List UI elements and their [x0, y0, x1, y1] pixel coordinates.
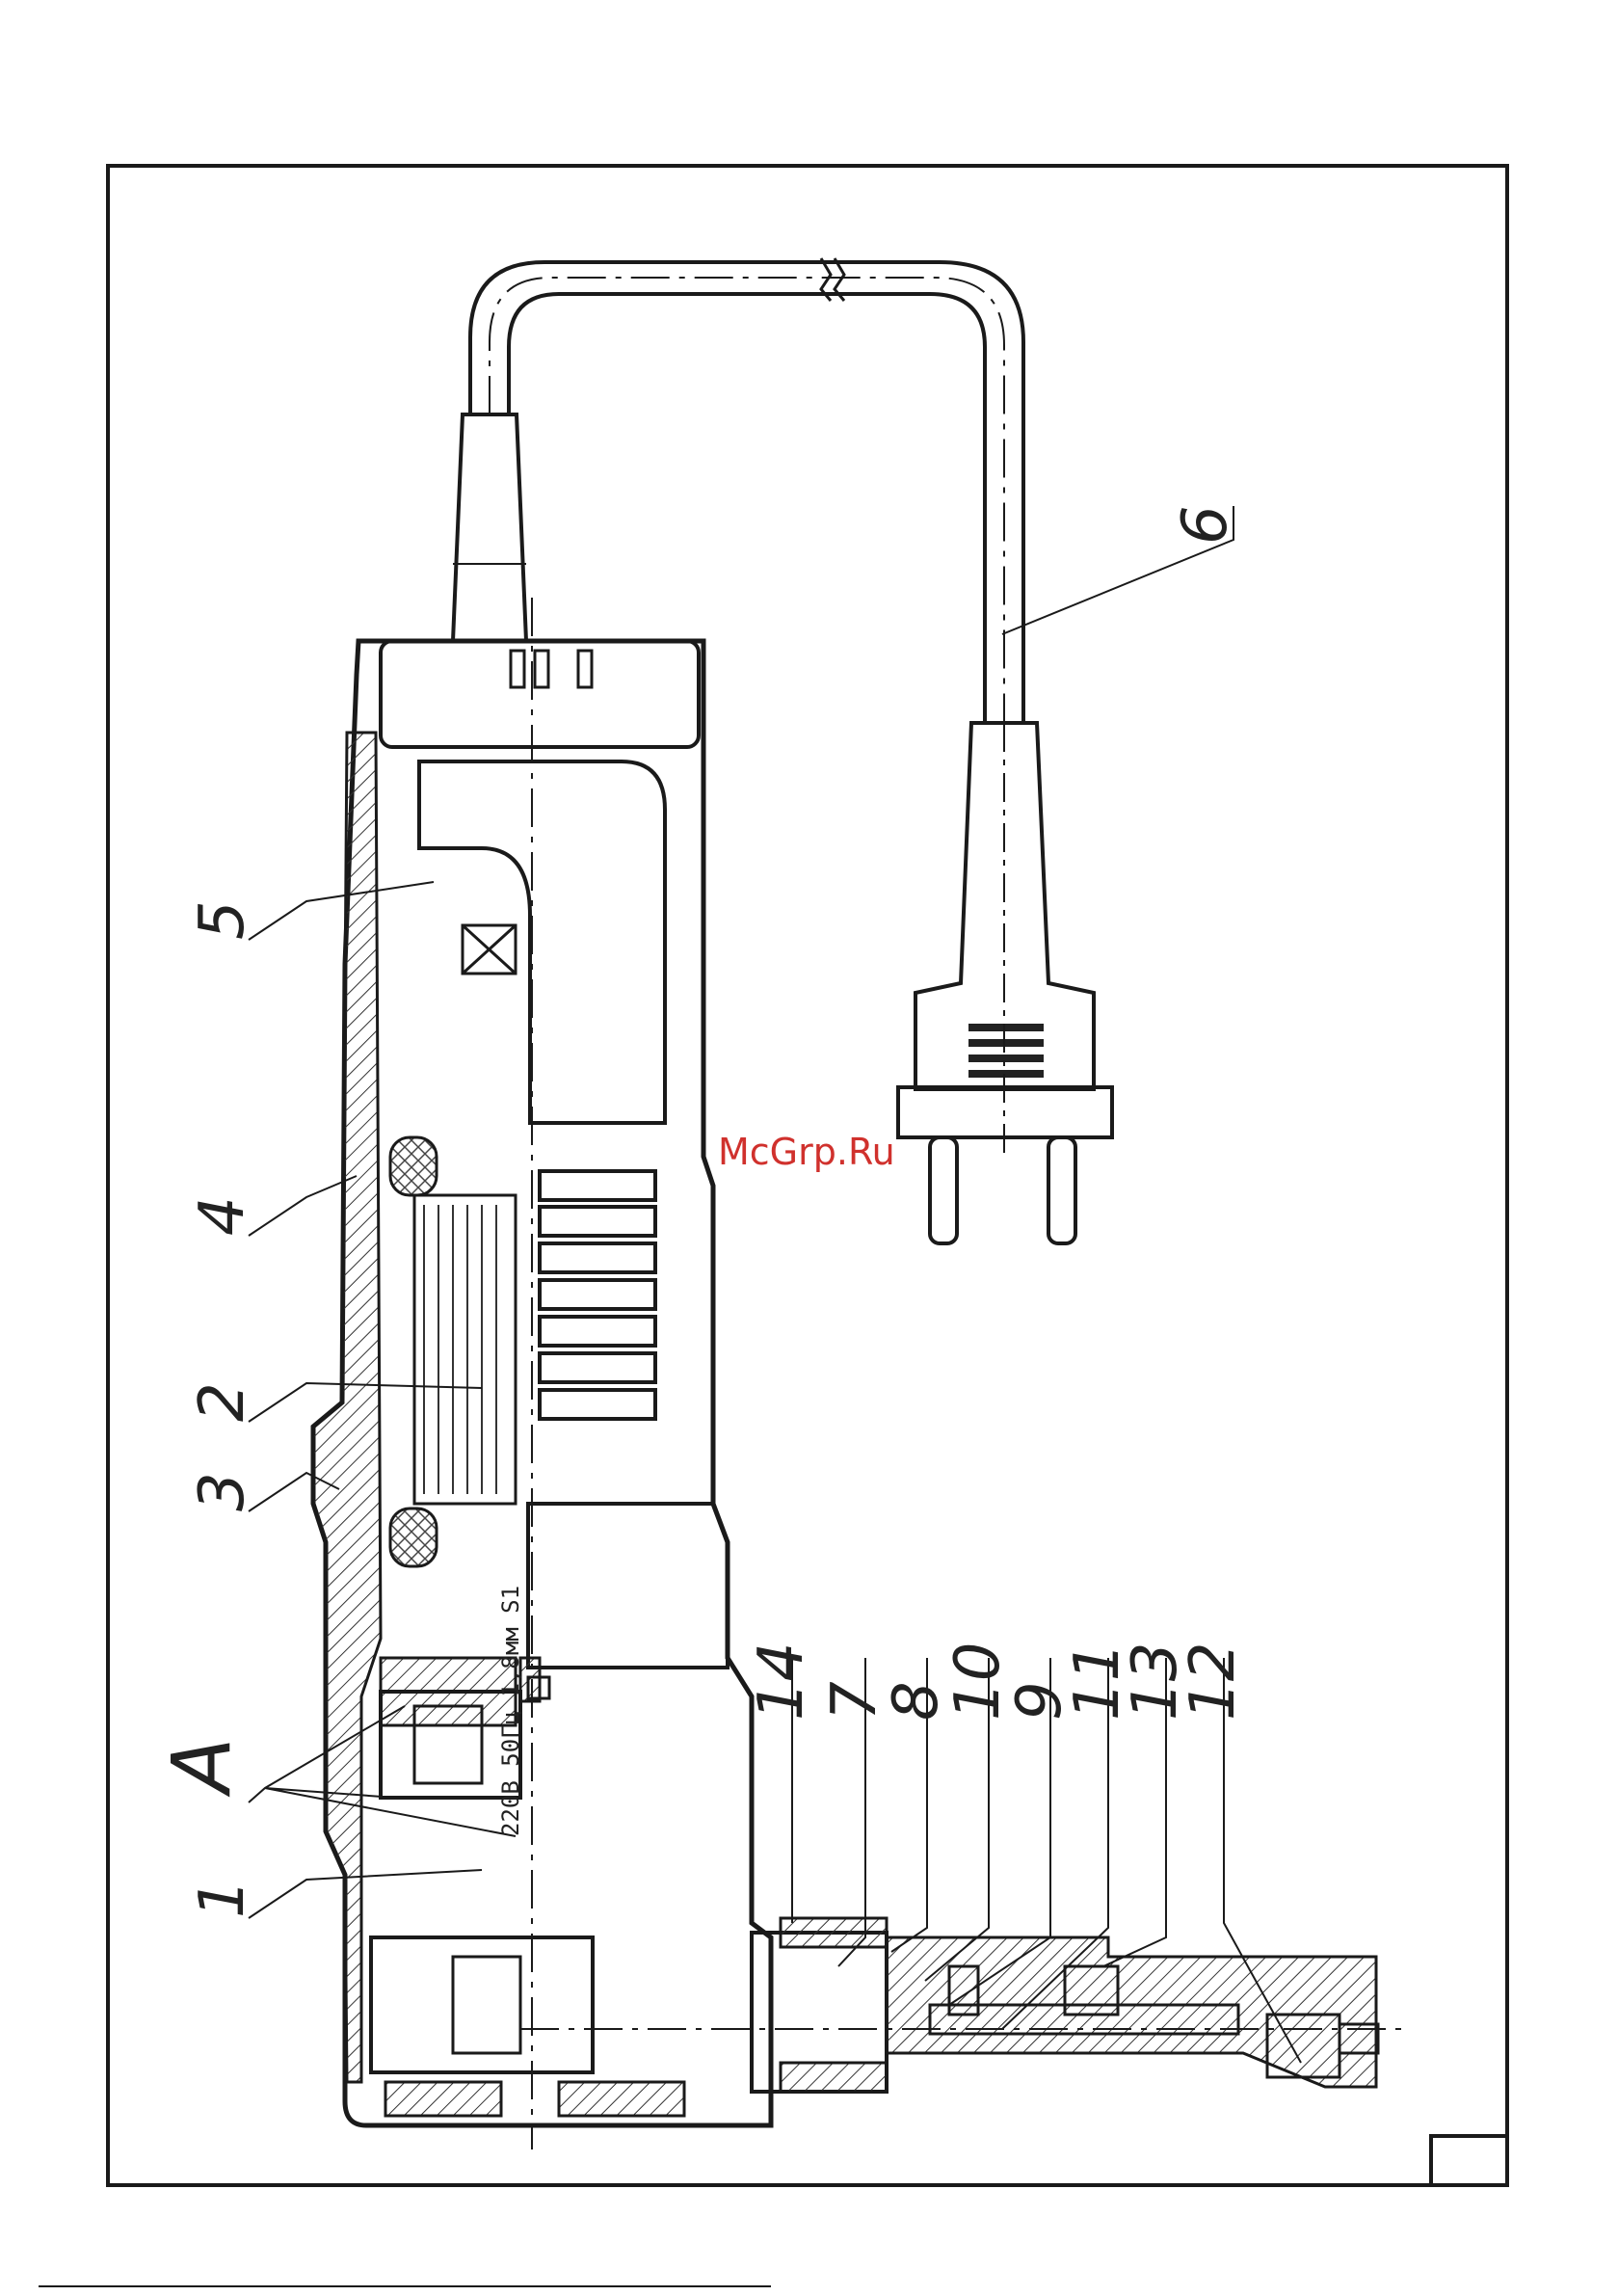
label-14: 14 — [746, 1642, 817, 1721]
label-6: 6 — [1170, 505, 1241, 545]
power-cord — [470, 258, 1023, 723]
strain-relief — [453, 414, 526, 641]
mains-plug — [898, 723, 1112, 1243]
label-2: 2 — [187, 1382, 258, 1422]
label-12: 12 — [1178, 1642, 1249, 1721]
label-3: 3 — [187, 1472, 258, 1511]
label-4: 4 — [187, 1196, 258, 1236]
label-a: A — [154, 1738, 249, 1798]
label-1: 1 — [187, 1879, 258, 1918]
spindle-assembly — [520, 1918, 1407, 2092]
drawing-frame — [108, 166, 1507, 2185]
rating-plate-text: 220В 50Гц 1,8мм S1 — [497, 1586, 524, 1836]
label-10: 10 — [942, 1642, 1014, 1721]
tool-housing — [313, 641, 771, 2125]
label-7: 7 — [819, 1681, 890, 1721]
leader-lines — [249, 506, 1301, 2063]
page-number-box — [1431, 2136, 1507, 2185]
watermark: McGrp.Ru — [718, 1131, 895, 1173]
label-5: 5 — [187, 900, 258, 940]
label-8: 8 — [881, 1681, 952, 1721]
